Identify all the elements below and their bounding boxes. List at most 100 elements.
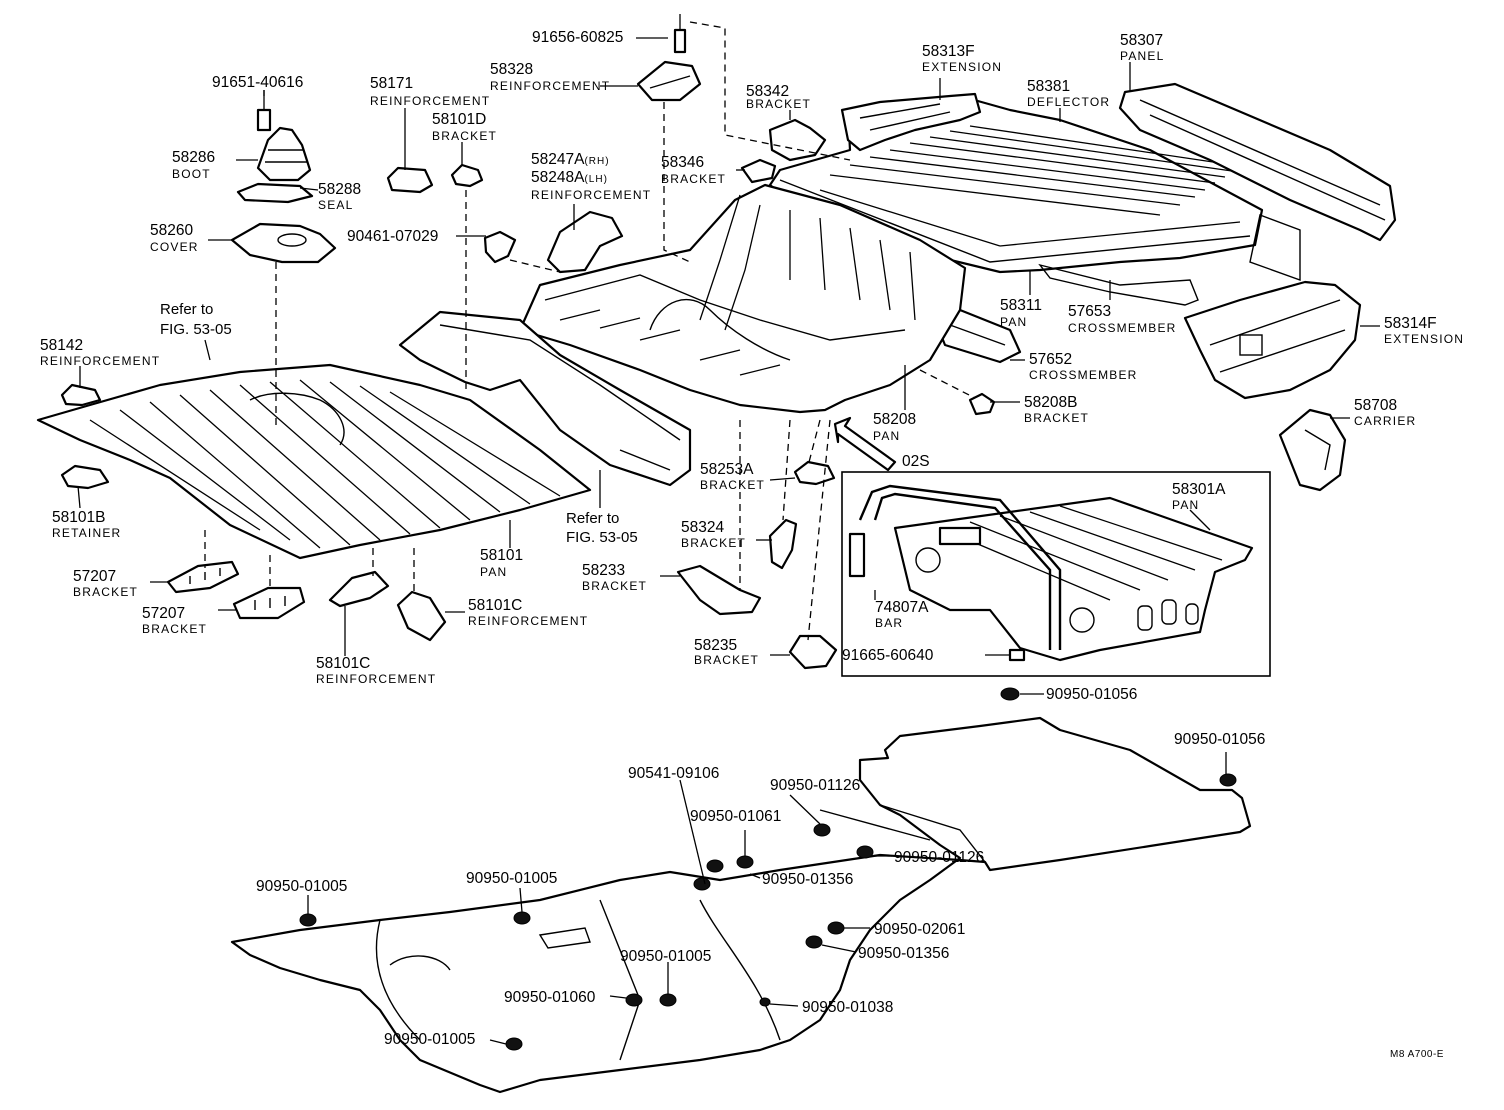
label-58248a-number: 58248A [531,169,585,186]
bracket-58233-drawing [676,564,762,616]
label-58260-name: COVER [150,240,199,254]
bracket-57207-upper-drawing [166,560,240,594]
label-58708-name: CARRIER [1354,414,1417,428]
label-57207-upper-name: BRACKET [73,585,139,599]
label-57652: 57652 [1029,351,1073,368]
assembly-dashed-lines [204,21,976,641]
label-58142-name: REINFORCEMENT [40,354,161,368]
leader-lines [77,37,1380,1045]
reinforcement-58101c-center-drawing [328,570,390,608]
label-90950-01060: 90950-01060 [504,989,596,1006]
label-58288: 58288 [318,181,362,198]
label-58248a: 58248A(LH) [531,170,608,186]
label-58342-name: BRACKET [746,97,812,111]
label-58101c-center: 58101C [316,655,371,672]
reinforcement-58101c-right-drawing [396,590,447,642]
refer-to-top-line1: Refer to [160,301,214,318]
label-58247a-number: 58247A [531,151,585,168]
label-58233: 58233 [582,562,626,579]
label-90950-01126-a: 90950-01126 [770,777,861,794]
refer-to-top-line2: FIG. 53-05 [160,321,232,338]
center-floor-pan-58208-drawing [518,183,967,414]
label-57207-upper: 57207 [73,568,117,585]
cover-58260-drawing [230,222,337,264]
carrier-58708-drawing [1278,408,1347,492]
label-58286: 58286 [172,149,216,166]
label-58346-name: BRACKET [661,172,727,186]
label-57652-name: CROSSMEMBER [1029,368,1138,382]
label-58101d: 58101D [432,111,487,128]
label-58311-name: PAN [1000,315,1028,329]
label-58286-name: BOOT [172,167,211,181]
boot-58286-drawing [256,90,312,182]
label-58307: 58307 [1120,32,1164,49]
reinforcement-58247a-drawing [546,210,624,274]
figure-code: M8 A700-E [1390,1049,1444,1060]
label-57653-name: CROSSMEMBER [1068,321,1177,335]
bracket-58208b-drawing [968,392,996,416]
label-90950-01356-a: 90950-01356 [762,871,854,888]
label-90950-01056-a: 90950-01056 [1046,686,1138,703]
label-58253a-name: BRACKET [700,478,766,492]
clip-90461-07029-drawing [483,230,517,264]
label-58101d-name: BRACKET [432,129,498,143]
label-58381-name: DEFLECTOR [1027,95,1111,109]
label-58247a: 58247A(RH) [531,152,610,168]
label-58208: 58208 [873,411,917,428]
label-90950-01005-d: 90950-01005 [384,1031,476,1048]
retainer-58101b-drawing [60,464,110,490]
label-58253a: 58253A [700,461,754,478]
label-58313f: 58313F [922,43,975,60]
label-58248a-side: (LH) [584,174,608,185]
label-74807a: 74807A [875,599,929,616]
hole-plugs [299,687,1237,1051]
front-floor-pan-58101-drawing [36,363,592,560]
label-58381: 58381 [1027,78,1071,95]
label-90950-01038: 90950-01038 [802,999,894,1016]
label-90950-01056-b: 90950-01056 [1174,731,1266,748]
label-58235: 58235 [694,637,738,654]
bracket-58253a-drawing [793,460,836,486]
bracket-58346-drawing [740,158,777,184]
label-58247a-side: (RH) [584,156,610,167]
label-58311: 58311 [1000,297,1042,314]
label-58101: 58101 [480,547,524,564]
reinforcement-58328-drawing [636,60,702,102]
bracket-58324-drawing [768,518,798,570]
label-90950-01126-b: 90950-01126 [894,849,985,866]
label-91651-40616: 91651-40616 [212,74,304,91]
label-57653: 57653 [1068,303,1112,320]
label-58328: 58328 [490,61,534,78]
bracket-57207-lower-drawing [232,586,306,620]
label-58101b: 58101B [52,509,106,526]
refer-to-mid-line2: FIG. 53-05 [566,529,638,546]
label-58314f-name: EXTENSION [1384,332,1465,346]
label-90541-09106: 90541-09106 [628,765,720,782]
label-58313f-name: EXTENSION [922,60,1003,74]
label-58342: 58342 [746,83,790,100]
bracket-58101d-drawing [450,163,484,188]
rear-panel-58307-drawing [1118,82,1397,281]
label-58324-name: BRACKET [681,536,747,550]
label-58301a-name: PAN [1172,498,1200,512]
bolt-91656-60825-drawing [673,14,687,54]
label-02s: 02S [902,453,930,470]
label-58208b-name: BRACKET [1024,411,1090,425]
label-58101-name: PAN [480,565,508,579]
label-58346: 58346 [661,154,705,171]
label-58101b-name: RETAINER [52,526,122,540]
bracket-58342-drawing [768,118,827,162]
label-58233-name: BRACKET [582,579,648,593]
label-58101c-right: 58101C [468,597,523,614]
label-58235-name: BRACKET [694,653,760,667]
reinforcement-58142-drawing [60,383,102,407]
label-90461-07029: 90461-07029 [347,228,439,245]
label-58307-name: PANEL [1120,49,1165,63]
label-58171: 58171 [370,75,414,92]
label-91656-60825: 91656-60825 [532,29,624,46]
bracket-58235-drawing [788,634,838,670]
label-58314f: 58314F [1384,315,1437,332]
reinforcement-58171-drawing [386,166,434,194]
